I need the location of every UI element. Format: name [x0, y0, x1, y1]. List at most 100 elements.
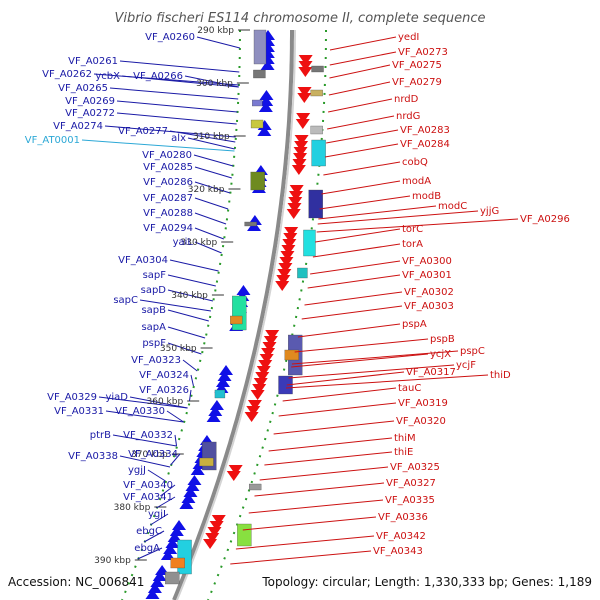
gene-feature-block[interactable]: [230, 315, 243, 325]
right-gene-label[interactable]: torA: [402, 239, 423, 250]
gene-feature-block[interactable]: [232, 295, 247, 331]
plus-strand-gene-arrow[interactable]: [288, 197, 303, 207]
right-gene-label[interactable]: VF_A0275: [392, 60, 442, 71]
plus-strand-gene-arrow[interactable]: [261, 348, 276, 358]
plus-strand-gene-arrow[interactable]: [284, 227, 299, 237]
right-gene-label[interactable]: VF_A0284: [400, 139, 450, 150]
plus-strand-gene-arrow[interactable]: [295, 119, 310, 129]
plus-strand-gene-arrow[interactable]: [211, 515, 226, 525]
left-gene-label[interactable]: VF_A0277: [118, 126, 168, 137]
left-gene-label[interactable]: ygjI: [148, 509, 166, 520]
gene-feature-block[interactable]: [311, 65, 324, 73]
left-gene-label[interactable]: VF_A0280: [142, 150, 192, 161]
left-gene-label[interactable]: sapA: [141, 322, 166, 333]
plus-strand-gene-arrow[interactable]: [293, 147, 308, 157]
minus-strand-gene-arrow[interactable]: [208, 406, 223, 416]
minus-strand-gene-arrow[interactable]: [236, 285, 251, 295]
left-gene-label[interactable]: yaiL: [173, 237, 194, 248]
right-gene-label[interactable]: tauC: [398, 383, 421, 394]
left-gene-label[interactable]: VF_A0274: [53, 121, 103, 132]
plus-strand-gene-arrow[interactable]: [256, 366, 271, 376]
right-gene-label[interactable]: modC: [438, 201, 467, 212]
gene-feature-block[interactable]: [250, 171, 265, 191]
plus-strand-gene-arrow[interactable]: [294, 135, 309, 145]
minus-strand-gene-arrow[interactable]: [152, 571, 167, 581]
plus-strand-gene-arrow[interactable]: [252, 384, 267, 394]
plus-strand-gene-arrow[interactable]: [292, 159, 307, 169]
gene-feature-block[interactable]: [199, 457, 214, 467]
left-gene-label[interactable]: ptrB: [90, 430, 111, 441]
plus-strand-gene-arrow[interactable]: [226, 471, 241, 481]
right-gene-label[interactable]: thiE: [394, 447, 413, 458]
plus-strand-gene-arrow[interactable]: [207, 527, 222, 537]
left-gene-label[interactable]: VF_A0334: [128, 449, 178, 460]
gene-feature-block[interactable]: [177, 539, 192, 575]
left-gene-label[interactable]: VF_A0294: [143, 223, 193, 234]
minus-strand-gene-arrow[interactable]: [209, 400, 224, 410]
gene-feature-block[interactable]: [214, 389, 226, 399]
left-gene-label[interactable]: VF_A0304: [118, 255, 168, 266]
plus-strand-gene-arrow[interactable]: [262, 342, 277, 352]
plus-strand-gene-arrow[interactable]: [280, 251, 295, 261]
left-gene-label[interactable]: VF_A0329: [47, 392, 97, 403]
plus-strand-gene-arrow[interactable]: [289, 185, 304, 195]
right-gene-label[interactable]: VF_A0303: [404, 301, 454, 312]
left-gene-label[interactable]: yiaD: [105, 392, 128, 403]
left-gene-label[interactable]: VF_A0330: [115, 406, 165, 417]
plus-strand-gene-arrow[interactable]: [279, 257, 294, 267]
minus-strand-gene-arrow[interactable]: [190, 465, 205, 475]
left-gene-label[interactable]: VF_A0331: [54, 406, 104, 417]
plus-strand-gene-arrow[interactable]: [288, 191, 303, 201]
plus-strand-gene-arrow[interactable]: [275, 281, 290, 291]
right-gene-label[interactable]: torC: [402, 224, 423, 235]
plus-strand-gene-arrow[interactable]: [294, 141, 309, 151]
plus-strand-gene-arrow[interactable]: [291, 165, 306, 175]
right-gene-label[interactable]: VF_A0325: [390, 462, 440, 473]
plus-strand-gene-arrow[interactable]: [296, 113, 311, 123]
left-gene-label[interactable]: ebgA: [134, 543, 160, 554]
right-gene-label[interactable]: VF_A0320: [396, 416, 446, 427]
right-gene-label[interactable]: ycjX: [430, 349, 451, 360]
left-gene-label[interactable]: pspF: [142, 338, 166, 349]
minus-strand-gene-arrow[interactable]: [160, 550, 175, 560]
right-gene-label[interactable]: VF_A0296: [520, 214, 570, 225]
right-gene-label[interactable]: modA: [402, 176, 431, 187]
left-gene-label[interactable]: ebgC: [136, 526, 162, 537]
gene-feature-block[interactable]: [165, 571, 180, 585]
minus-strand-gene-arrow[interactable]: [150, 577, 165, 587]
minus-strand-gene-arrow[interactable]: [258, 102, 273, 112]
right-gene-label[interactable]: yedI: [398, 32, 419, 43]
plus-strand-gene-arrow[interactable]: [263, 336, 278, 346]
plus-strand-gene-arrow[interactable]: [255, 372, 270, 382]
left-gene-label[interactable]: VF_A0269: [65, 96, 115, 107]
right-gene-label[interactable]: pspB: [430, 334, 455, 345]
left-gene-label[interactable]: VF_AT0001: [25, 135, 80, 146]
plus-strand-gene-arrow[interactable]: [283, 233, 298, 243]
minus-strand-gene-arrow[interactable]: [187, 475, 202, 485]
left-gene-label[interactable]: VF_A0266: [133, 71, 183, 82]
right-gene-label[interactable]: VF_A0343: [373, 546, 423, 557]
minus-strand-gene-arrow[interactable]: [179, 499, 194, 509]
minus-strand-gene-arrow[interactable]: [217, 371, 232, 381]
plus-strand-gene-arrow[interactable]: [209, 521, 224, 531]
left-gene-label[interactable]: VF_A0324: [139, 370, 189, 381]
minus-strand-gene-arrow[interactable]: [147, 583, 162, 593]
left-gene-label[interactable]: sapB: [141, 305, 166, 316]
right-gene-label[interactable]: ycjF: [456, 360, 476, 371]
left-gene-label[interactable]: VF_A0288: [143, 208, 193, 219]
plus-strand-gene-arrow[interactable]: [282, 239, 297, 249]
right-gene-label[interactable]: VF_A0336: [378, 512, 428, 523]
minus-strand-gene-arrow[interactable]: [219, 365, 234, 375]
right-gene-label[interactable]: VF_A0319: [398, 398, 448, 409]
left-gene-label[interactable]: VF_A0272: [65, 108, 115, 119]
minus-strand-gene-arrow[interactable]: [215, 377, 230, 387]
right-gene-label[interactable]: cobQ: [402, 157, 428, 168]
left-gene-label[interactable]: VF_A0323: [131, 355, 181, 366]
gene-feature-block[interactable]: [311, 139, 326, 167]
plus-strand-gene-arrow[interactable]: [205, 533, 220, 543]
plus-strand-gene-arrow[interactable]: [287, 203, 302, 213]
gene-feature-block[interactable]: [170, 557, 185, 569]
minus-strand-gene-arrow[interactable]: [185, 481, 200, 491]
right-gene-label[interactable]: pspC: [460, 346, 485, 357]
minus-strand-gene-arrow[interactable]: [206, 412, 221, 422]
